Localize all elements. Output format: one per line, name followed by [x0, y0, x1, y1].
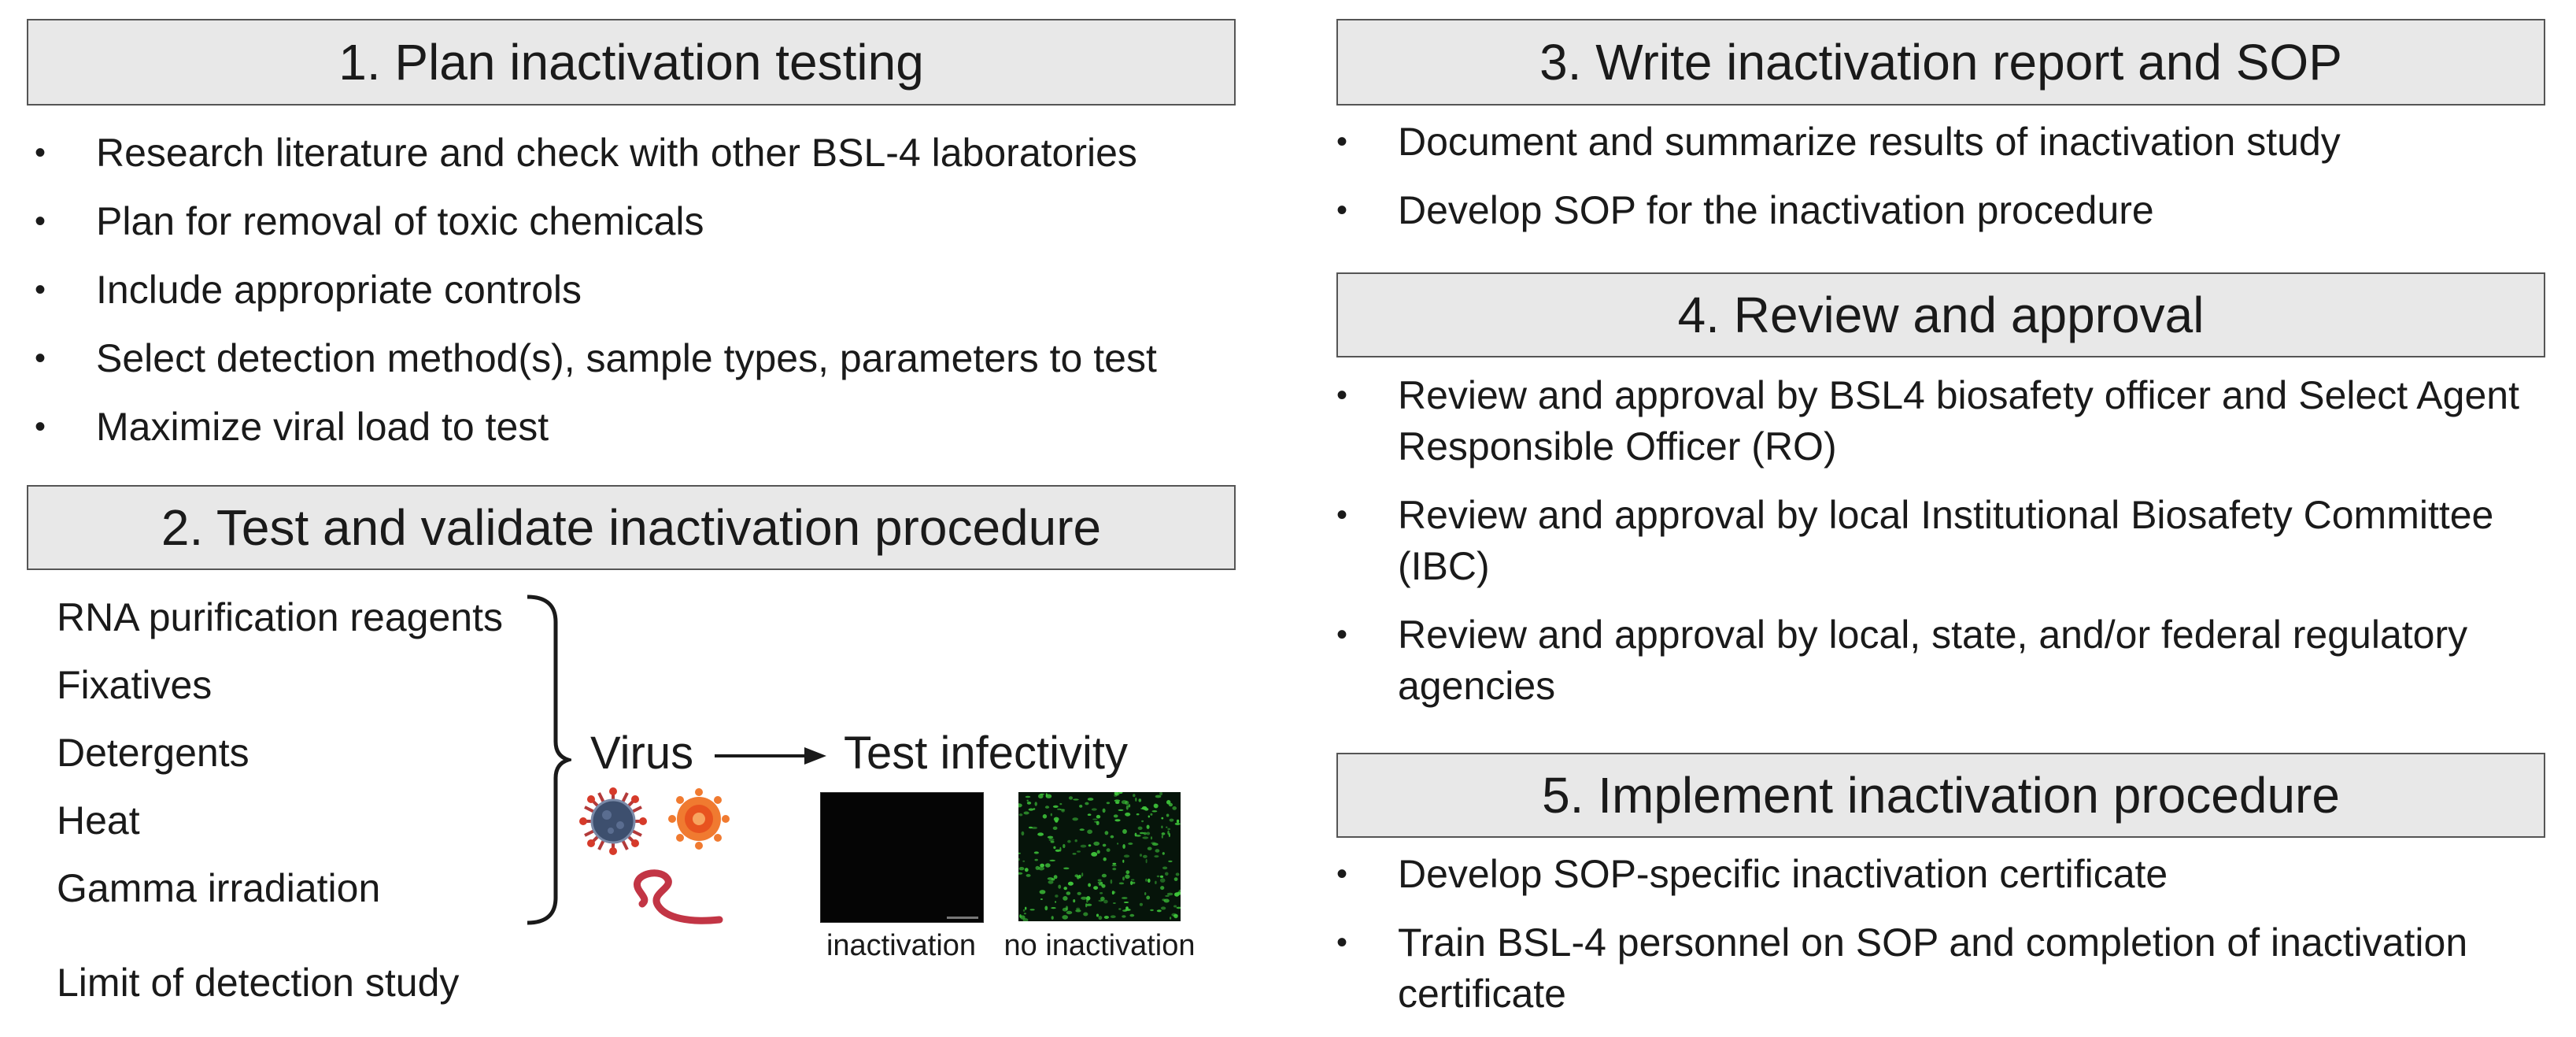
method-fixatives: Fixatives — [57, 663, 213, 707]
step3-title: 3. Write inactivation report and SOP — [1539, 34, 2342, 91]
step2-header: 2. Test and validate inactivation proced… — [27, 485, 1236, 570]
filovirus-icon — [634, 869, 723, 924]
orange-virus-icon — [668, 788, 730, 850]
method-heat: Heat — [57, 798, 140, 843]
step2-title: 2. Test and validate inactivation proced… — [161, 499, 1102, 556]
limit-of-detection-study: Limit of detection study — [57, 961, 460, 1005]
step4-bullet: Review and approval by local Institution… — [1330, 490, 2566, 592]
step5-bullet: Develop SOP-specific inactivation certif… — [1330, 849, 2566, 900]
step3-bullet: Document and summarize results of inacti… — [1330, 117, 2566, 168]
step5-bullet: Train BSL-4 personnel on SOP and complet… — [1330, 917, 2566, 1020]
step5-title: 5. Implement inactivation procedure — [1542, 767, 2340, 824]
step3-bullet-list: Document and summarize results of inacti… — [1330, 117, 2566, 254]
step1-bullet: Include appropriate controls — [28, 265, 1256, 316]
virus-label: Virus — [590, 728, 694, 779]
step5-bullet-list: Develop SOP-specific inactivation certif… — [1330, 849, 2566, 1037]
step4-bullet: Review and approval by BSL4 biosafety of… — [1330, 370, 2566, 472]
coronavirus-icon — [579, 787, 647, 855]
step1-bullet: Plan for removal of toxic chemicals — [28, 196, 1256, 247]
scale-bar — [947, 917, 978, 919]
step1-title: 1. Plan inactivation testing — [338, 34, 924, 91]
step3-header: 3. Write inactivation report and SOP — [1336, 19, 2545, 106]
method-detergents: Detergents — [57, 731, 249, 775]
no-inactivation-image — [1018, 792, 1181, 921]
step4-header: 4. Review and approval — [1336, 272, 2545, 357]
no-inactivation-caption: no inactivation — [1003, 929, 1196, 962]
method-gamma-irradiation: Gamma irradiation — [57, 866, 381, 910]
step3-bullet: Develop SOP for the inactivation procedu… — [1330, 185, 2566, 236]
inactivation-caption: inactivation — [826, 929, 977, 962]
method-rna-purification: RNA purification reagents — [57, 595, 503, 639]
step1-bullet: Research literature and check with other… — [28, 128, 1256, 179]
step1-bullet-list: Research literature and check with other… — [28, 128, 1256, 470]
bracket-icon — [527, 594, 571, 925]
inactivation-image — [820, 792, 984, 923]
step4-bullet: Review and approval by local, state, and… — [1330, 609, 2566, 712]
step4-title: 4. Review and approval — [1677, 287, 2205, 343]
test-infectivity-label: Test infectivity — [844, 728, 1128, 779]
arrow-right-icon — [715, 747, 826, 765]
step1-header: 1. Plan inactivation testing — [27, 19, 1236, 106]
step1-bullet: Select detection method(s), sample types… — [28, 333, 1256, 384]
step5-header: 5. Implement inactivation procedure — [1336, 753, 2545, 838]
step1-bullet: Maximize viral load to test — [28, 402, 1256, 453]
step4-bullet-list: Review and approval by BSL4 biosafety of… — [1330, 370, 2566, 729]
